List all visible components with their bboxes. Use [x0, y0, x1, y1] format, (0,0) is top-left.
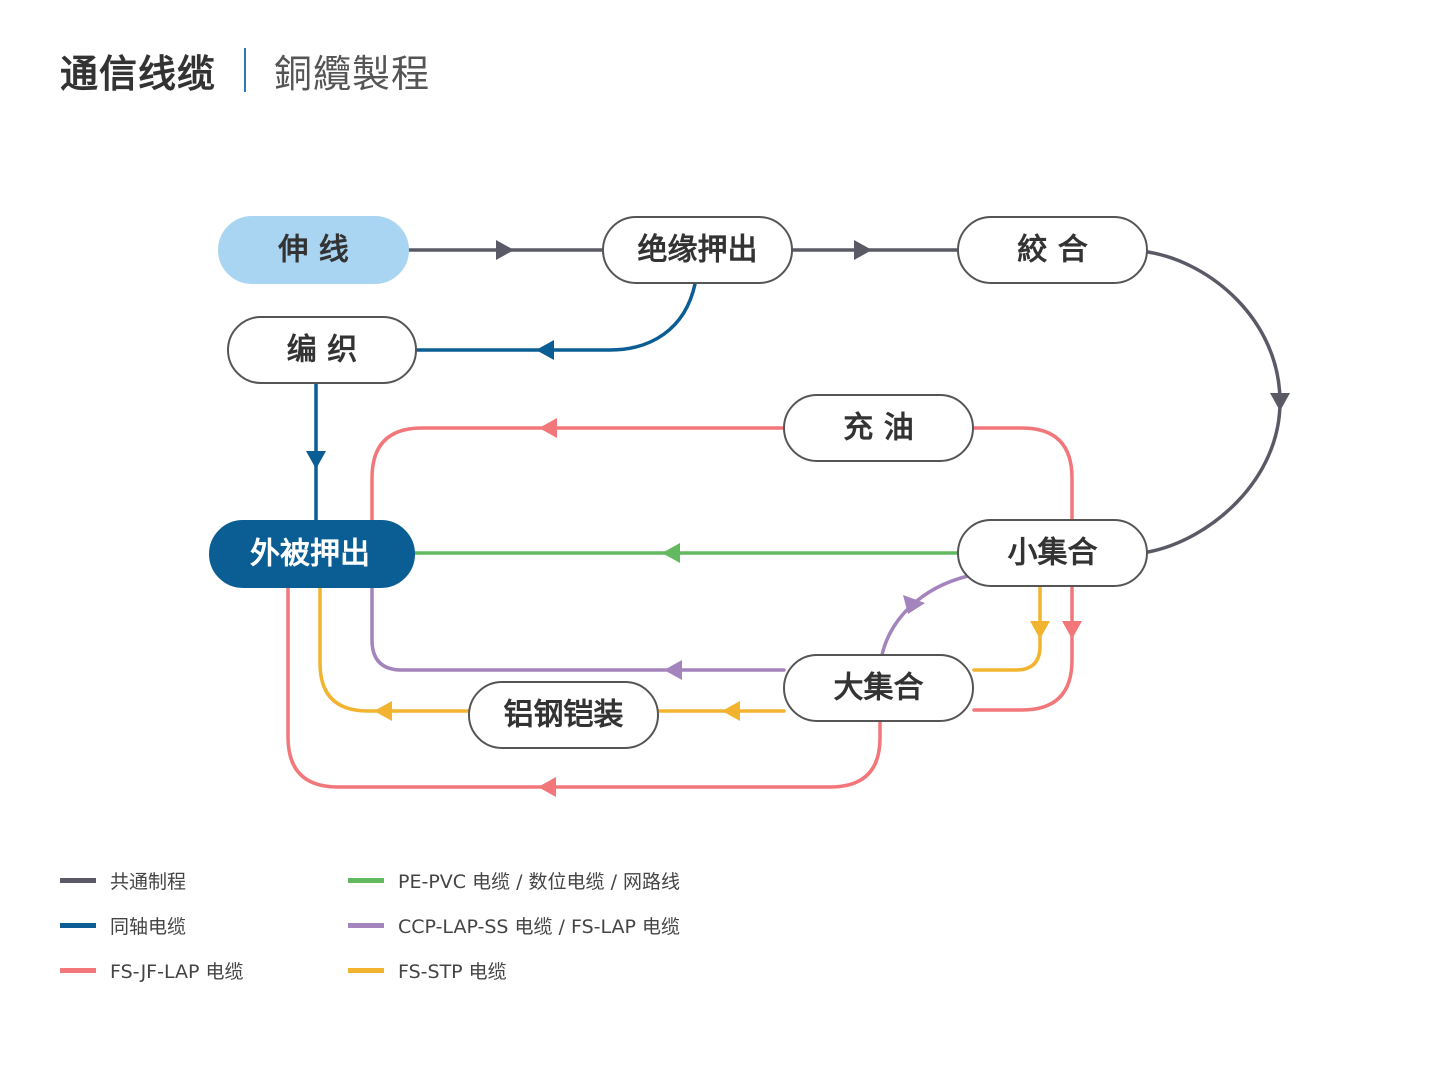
- node-oil: 充 油: [783, 394, 974, 462]
- edge-insulation-to-braid: [414, 282, 697, 352]
- legend-swatch: [348, 922, 384, 928]
- legend-label: 共通制程: [110, 870, 187, 893]
- legend: 共通制程 同轴电缆 FS-JF-LAP 电缆 PE-PVC 电缆 / 数位电缆 …: [60, 862, 960, 1002]
- legend-label: PE-PVC 电缆 / 数位电缆 / 网路线: [398, 870, 681, 893]
- edge-oil-to-jacket: [370, 426, 786, 523]
- arrow-down-left-icon: [903, 595, 925, 614]
- arrow-left-icon: [722, 701, 740, 721]
- arrow-right-icon: [496, 240, 514, 260]
- edge-small-to-large-purple: [880, 574, 970, 657]
- legend-swatch: [348, 877, 384, 883]
- node-large-assembly: 大集合: [783, 654, 974, 722]
- legend-swatch: [60, 922, 96, 928]
- edge-twist-to-small-assembly: [1146, 250, 1282, 554]
- node-armor-label: 铝钢铠装: [504, 698, 624, 733]
- node-insulation-label: 绝缘押出: [638, 233, 758, 268]
- arrow-left-icon: [662, 543, 680, 563]
- arrow-left-icon: [538, 777, 556, 797]
- arrow-left-icon: [664, 660, 682, 680]
- legend-item: PE-PVC 电缆 / 数位电缆 / 网路线: [348, 862, 680, 898]
- legend-swatch: [60, 967, 96, 973]
- node-stretch: 伸 线: [218, 216, 409, 284]
- edge-large-to-jacket-red: [286, 585, 882, 789]
- node-insulation: 绝缘押出: [602, 216, 793, 284]
- node-braid-label: 编 织: [287, 333, 357, 368]
- edge-armor-to-jacket: [318, 585, 471, 713]
- node-twist-label: 絞 合: [1017, 233, 1087, 268]
- arrow-down-icon: [1030, 621, 1050, 639]
- legend-label: 同轴电缆: [110, 915, 187, 938]
- legend-label: CCP-LAP-SS 电缆 / FS-LAP 电缆: [398, 915, 681, 938]
- arrow-down-icon: [1062, 621, 1082, 639]
- node-armor: 铝钢铠装: [468, 681, 659, 749]
- node-twist: 絞 合: [957, 216, 1148, 284]
- node-jacket-label: 外被押出: [250, 537, 370, 572]
- edge-small-to-large-yellow: [972, 585, 1042, 672]
- page-header: 通信线缆 銅纜製程: [60, 40, 430, 100]
- edge-small-to-oil: [972, 426, 1074, 523]
- arrow-left-icon: [539, 418, 557, 438]
- node-braid: 编 织: [227, 316, 417, 384]
- arrow-down-icon: [306, 451, 326, 469]
- legend-item: 同轴电缆: [60, 907, 186, 943]
- title-divider: [244, 48, 247, 92]
- arrow-left-icon: [536, 340, 554, 360]
- legend-item: FS-JF-LAP 电缆: [60, 952, 243, 988]
- arrow-right-icon: [854, 240, 872, 260]
- arrow-left-icon: [374, 701, 392, 721]
- legend-item: FS-STP 电缆: [348, 952, 507, 988]
- node-small-assembly: 小集合: [957, 519, 1148, 587]
- node-large-assembly-label: 大集合: [834, 671, 924, 706]
- legend-swatch: [60, 877, 96, 883]
- node-stretch-label: 伸 线: [277, 233, 348, 268]
- legend-label: FS-JF-LAP 电缆: [110, 960, 244, 983]
- page-subtitle: 銅纜製程: [274, 51, 431, 96]
- node-small-assembly-label: 小集合: [1008, 536, 1098, 571]
- arrow-down-icon: [1270, 393, 1290, 411]
- page-title: 通信线缆: [60, 51, 217, 96]
- edge-large-to-jacket-purple: [370, 585, 786, 672]
- legend-item: 共通制程: [60, 862, 186, 898]
- legend-swatch: [348, 967, 384, 973]
- legend-label: FS-STP 电缆: [398, 960, 507, 983]
- node-oil-label: 充 油: [843, 411, 913, 446]
- edge-small-to-large-red: [972, 585, 1074, 712]
- node-jacket: 外被押出: [209, 520, 415, 588]
- legend-item: CCP-LAP-SS 电缆 / FS-LAP 电缆: [348, 907, 680, 943]
